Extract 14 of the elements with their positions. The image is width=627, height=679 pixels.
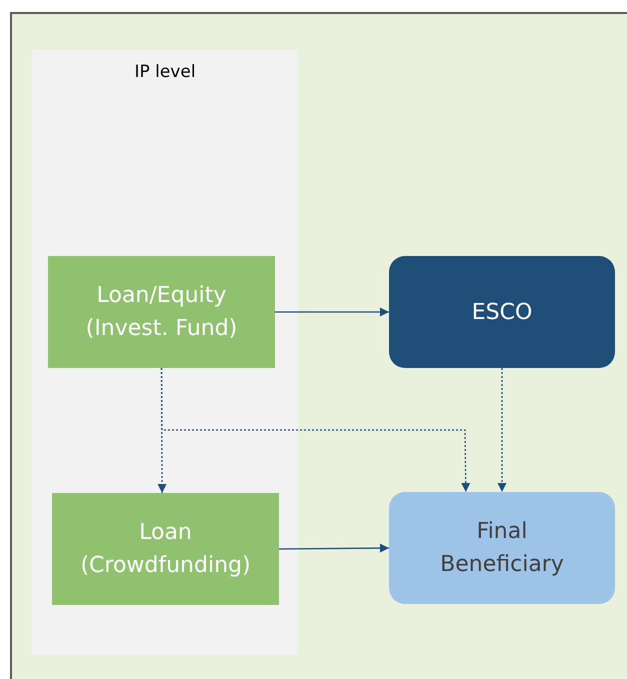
arrow: [275, 308, 389, 316]
arrow: [498, 368, 506, 492]
level-band: [32, 50, 298, 655]
entity-box: [389, 256, 615, 368]
arrow: [160, 368, 470, 492]
node-label: Loan/Equity (Invest. Fund): [84, 282, 238, 343]
node-label: IP level: [134, 61, 196, 84]
arrow: [279, 544, 389, 553]
target-box: [389, 492, 615, 604]
node-label: Final Beneficiary: [439, 518, 565, 579]
node-label: ESCO: [472, 298, 532, 326]
process-box: [52, 493, 279, 605]
process-box: [48, 256, 275, 368]
node-label: Loan (Crowdfunding): [79, 519, 252, 580]
